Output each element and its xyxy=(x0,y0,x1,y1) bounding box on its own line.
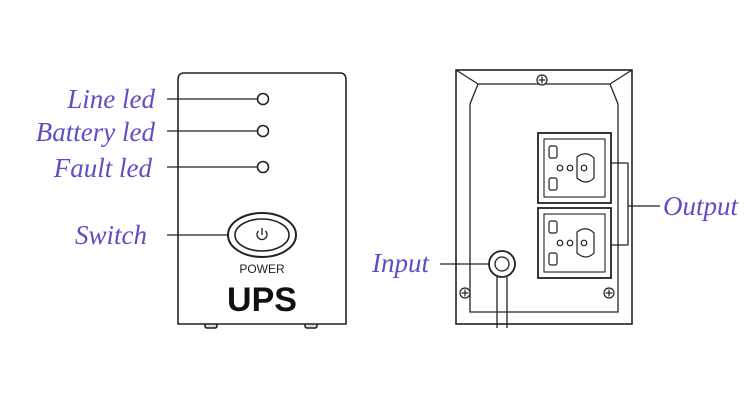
screw-icon xyxy=(459,287,471,299)
power-switch xyxy=(227,212,297,258)
front-panel xyxy=(177,72,347,329)
output-label: Output xyxy=(663,191,740,221)
input-socket xyxy=(488,250,516,328)
back-panel xyxy=(440,69,660,328)
brand-text: UPS xyxy=(227,281,297,319)
battery-led xyxy=(256,124,270,138)
input-label: Input xyxy=(371,248,430,278)
power-text: POWER xyxy=(239,262,285,276)
screw-icon xyxy=(603,287,615,299)
universal-socket-icon xyxy=(548,145,595,191)
line-led-label: Line led xyxy=(66,84,155,114)
fault-led-label: Fault led xyxy=(53,153,153,183)
universal-socket-icon xyxy=(548,220,595,266)
output-outlet-top xyxy=(537,132,612,204)
battery-led-label: Battery led xyxy=(36,117,156,147)
switch-label: Switch xyxy=(75,220,147,250)
fault-led xyxy=(256,160,270,174)
front-callout-lines xyxy=(167,98,257,236)
front-case xyxy=(177,72,347,325)
power-symbol-icon xyxy=(256,228,268,241)
line-led xyxy=(256,92,270,106)
output-bracket xyxy=(611,162,660,246)
output-outlet-bottom xyxy=(537,207,612,279)
screw-icon xyxy=(536,74,548,86)
